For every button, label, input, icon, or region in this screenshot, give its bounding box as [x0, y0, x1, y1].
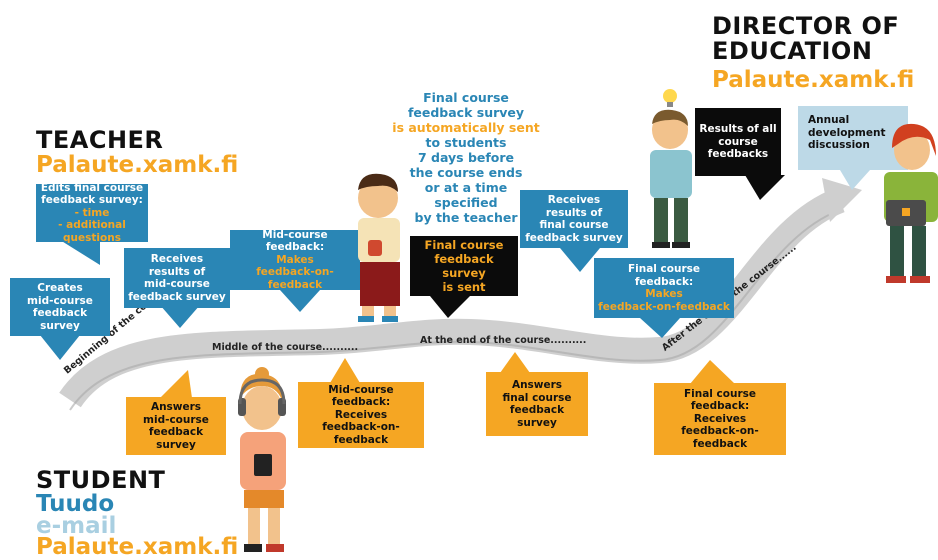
director-figure [650, 89, 692, 248]
teacher-title: TEACHER [36, 126, 164, 154]
student-email: e-mail [36, 513, 117, 539]
student-figure [238, 367, 286, 552]
receives-mid-results-bubble: Receives results of mid-course feedback … [124, 248, 230, 308]
final-makes-feedback-bubble: Final course feedback: Makes feedback-on… [594, 258, 734, 318]
teacher-figure [358, 173, 400, 322]
answers-final-survey-bubble: Answers final course feedback survey [486, 372, 588, 436]
annual-discussion-bubble: Annual development discussion [798, 106, 908, 170]
director-title: DIRECTOR OF EDUCATION [712, 12, 900, 66]
receives-final-results-bubble: Receives results of final course feedbac… [520, 190, 628, 248]
director-site: Palaute.xamk.fi [712, 67, 915, 93]
timeline-end-label: At the end of the course.......... [420, 335, 587, 346]
timeline-middle-label: Middle of the course.......... [212, 342, 359, 353]
student-title: STUDENT [36, 466, 166, 494]
answers-mid-survey-bubble: Answers mid-course feedback survey [126, 397, 226, 455]
mid-makes-feedback-bubble: Mid-course feedback: Makes feedback-on-f… [230, 229, 360, 291]
student-tuudo: Tuudo [36, 491, 115, 517]
director-right-figure [884, 123, 938, 283]
all-results-bubble: Results of all course feedbacks [695, 108, 781, 176]
final-survey-sent-bubble: Final course feedback survey is sent [410, 236, 518, 296]
creates-survey-bubble: Creates mid-course feedback survey [10, 278, 110, 336]
automatic-send-note: Final course feedback survey is automati… [392, 90, 540, 225]
edits-survey-bubble: Edits final course feedback survey: - ti… [36, 182, 148, 244]
mid-receives-feedback-bubble: Mid-course feedback: Receives feedback-o… [298, 382, 424, 448]
final-receives-feedback-bubble: Final course feedback: Receives feedback… [654, 383, 786, 455]
teacher-site: Palaute.xamk.fi [36, 152, 239, 178]
